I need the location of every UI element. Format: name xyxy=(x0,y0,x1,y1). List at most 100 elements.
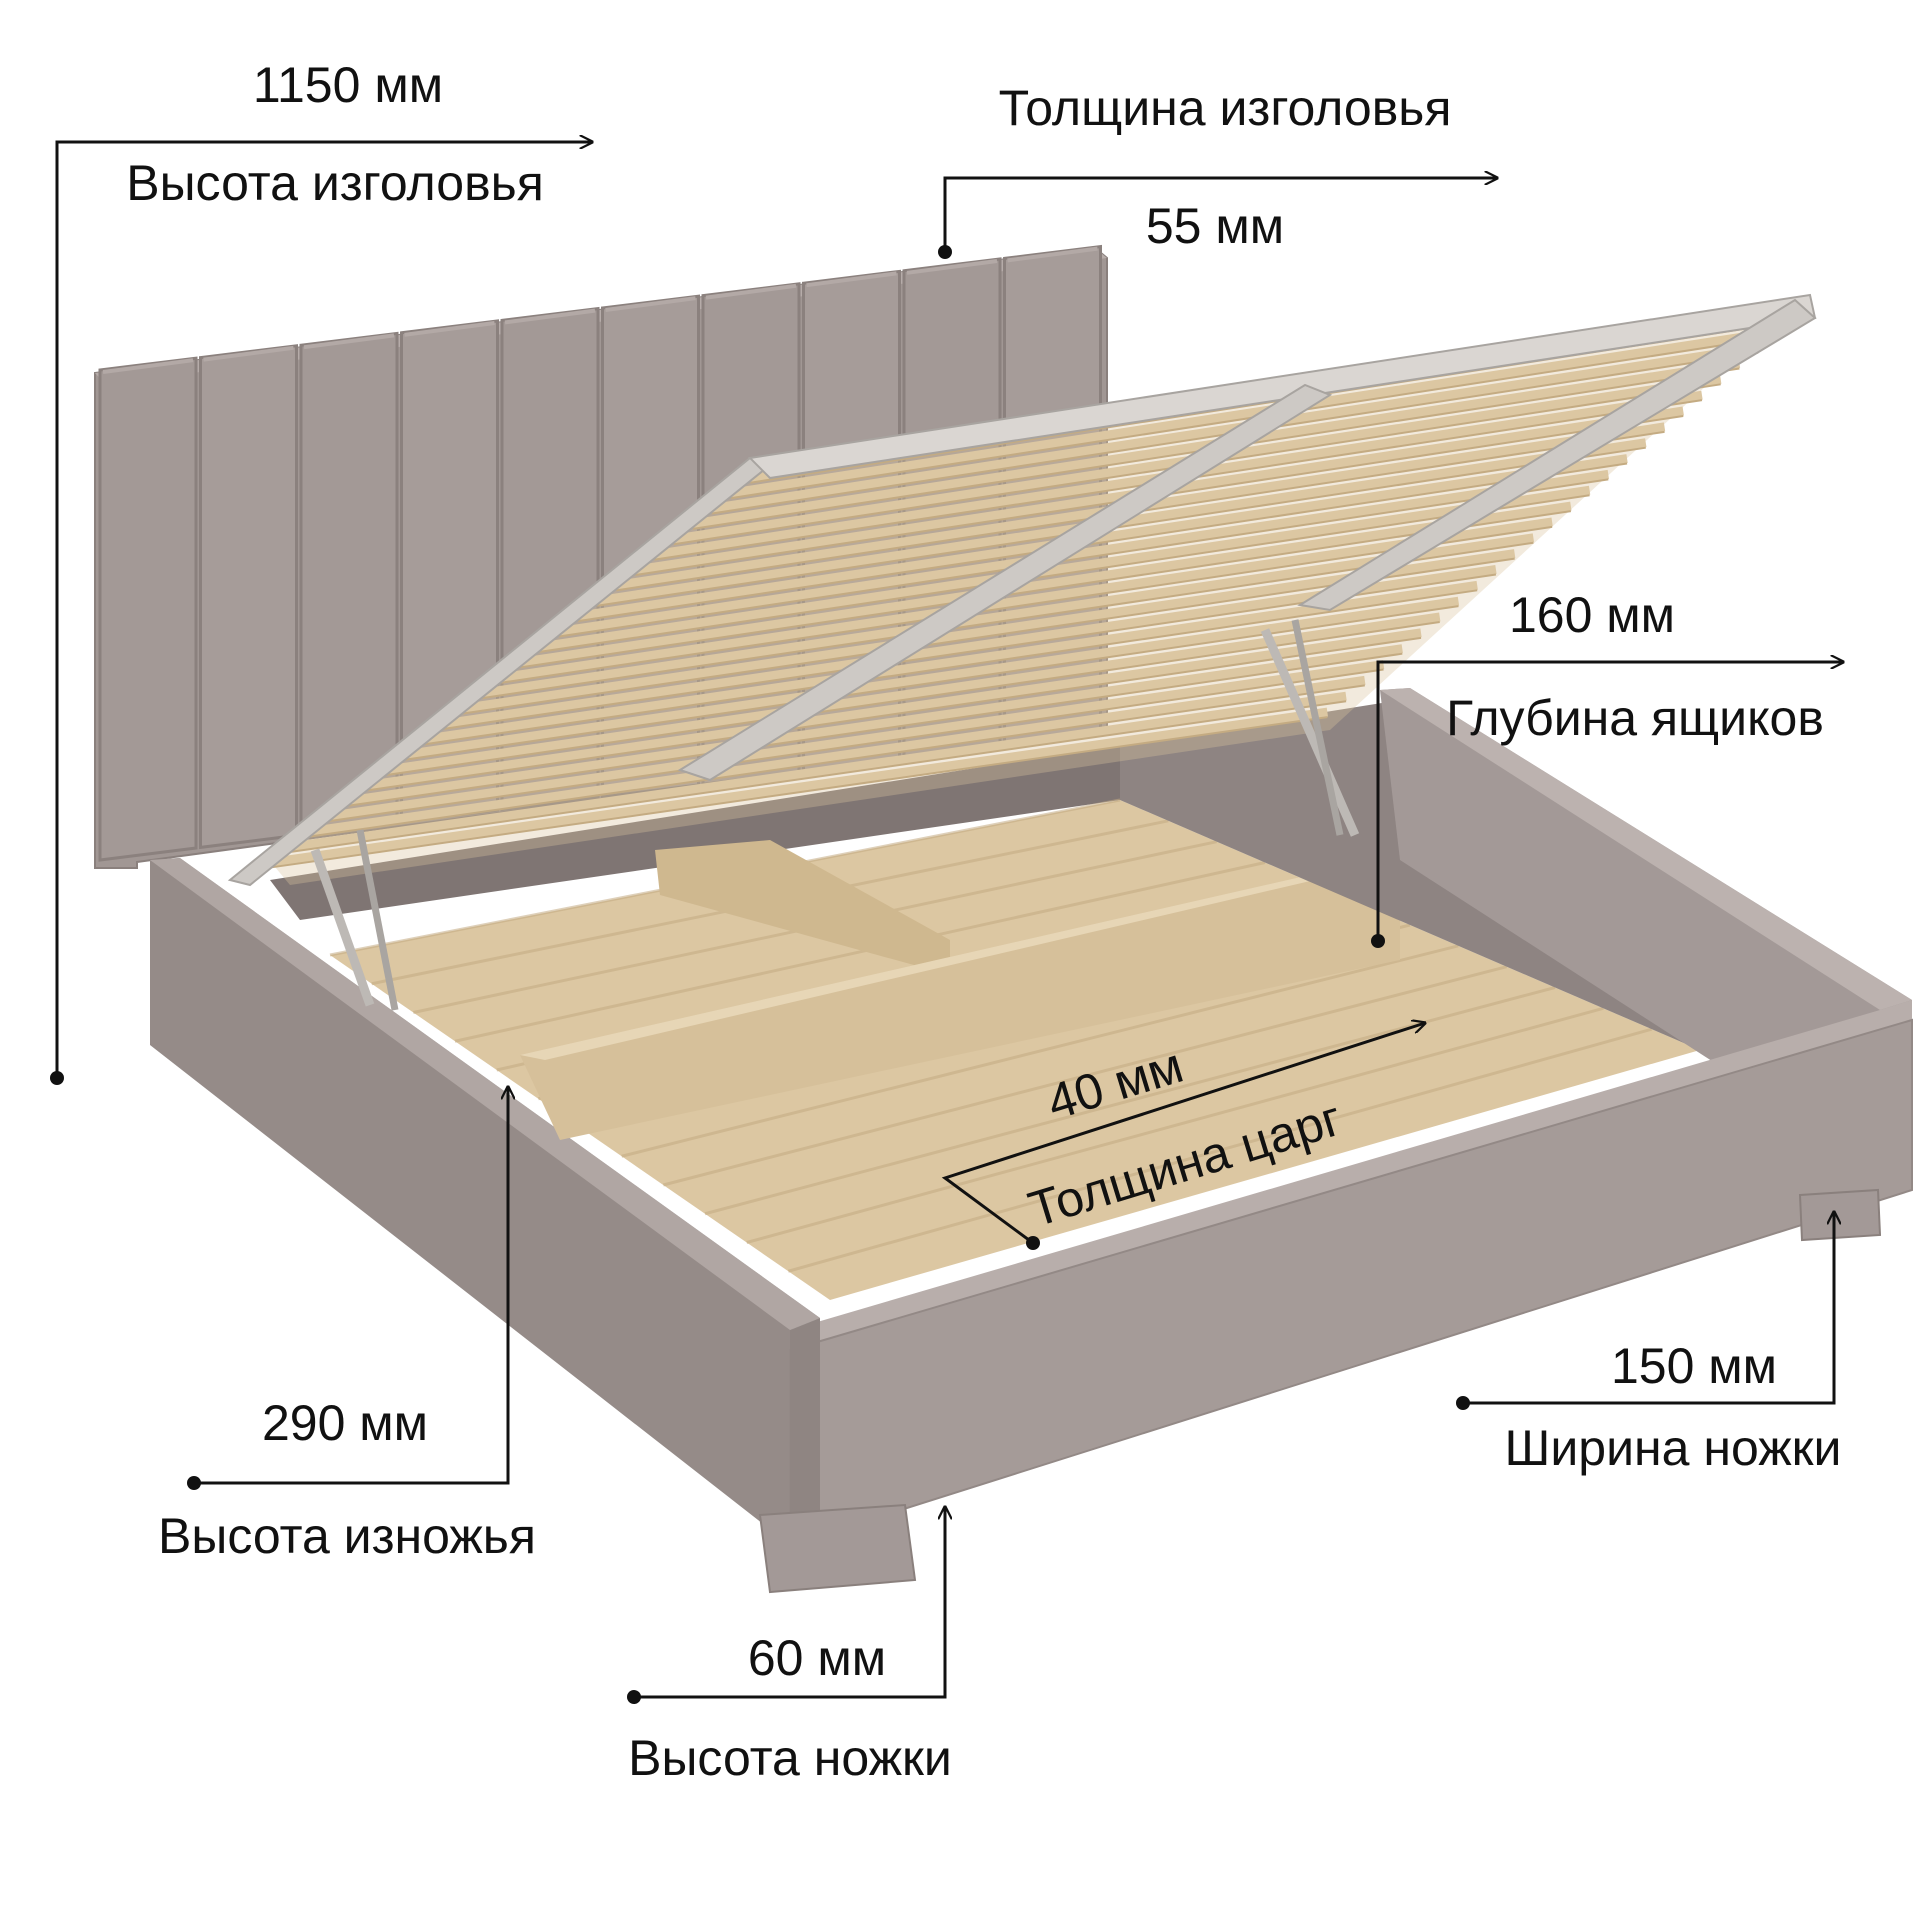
leg-width-dot xyxy=(1456,1396,1470,1410)
drawer-depth-label: Глубина ящиков xyxy=(1446,690,1824,746)
headboard-thickness-annotation: Толщина изголовья 55 мм xyxy=(938,80,1497,259)
leg-width-leader xyxy=(1463,1212,1834,1405)
headboard-height-label: Высота изголовья xyxy=(126,155,544,211)
divider-board-left xyxy=(655,840,950,975)
divider-board-center xyxy=(520,860,1400,1140)
leg-height-leader xyxy=(634,1507,945,1699)
gas-lift-left xyxy=(310,848,375,1007)
headboard-panel-highlight xyxy=(404,321,495,337)
lift-slat xyxy=(290,691,1347,852)
lift-slat-shadow xyxy=(577,462,1628,623)
inner-back-wall xyxy=(270,745,1120,920)
frame-thickness-dot xyxy=(1026,1236,1040,1250)
lift-slat xyxy=(328,660,1385,821)
floor-slat-line xyxy=(746,1006,1604,1244)
lift-slat-shadow xyxy=(290,700,1347,853)
front-leg xyxy=(758,1503,917,1594)
drawer-depth-value: 160 мм xyxy=(1509,587,1675,643)
bed-illustration xyxy=(94,244,1913,1594)
drawer-depth-leader xyxy=(1376,662,1843,941)
floor-slat-line xyxy=(621,944,1459,1158)
lift-slat xyxy=(539,485,1591,652)
headboard-thickness-value: 55 мм xyxy=(1146,198,1284,254)
leg-height-dot xyxy=(627,1690,641,1704)
headboard-panel-highlight xyxy=(605,296,696,312)
floor-slat-line xyxy=(787,1027,1653,1273)
headboard-panel-highlight xyxy=(303,333,395,350)
footboard-corner xyxy=(790,1318,820,1545)
lift-slat xyxy=(519,501,1572,667)
drawer-depth-annotation: 160 мм Глубина ящиков xyxy=(1371,587,1843,948)
lift-slat-shadow xyxy=(367,636,1422,792)
lift-slat-shadow xyxy=(309,684,1365,838)
headboard-thickness-label: Толщина изголовья xyxy=(999,80,1452,136)
gas-lift-left-2 xyxy=(356,829,399,1011)
lift-slat xyxy=(558,469,1609,636)
lift-frame-wood-area xyxy=(265,300,1800,885)
lift-slat xyxy=(385,612,1441,775)
leg-height-label: Высота ножки xyxy=(628,1730,952,1786)
headboard-panel-highlight xyxy=(906,259,998,275)
lift-slat-shadow xyxy=(558,478,1609,638)
headboard-height-leader xyxy=(55,142,592,1078)
lift-slat-shadow xyxy=(520,510,1572,669)
lift-slat xyxy=(481,533,1535,698)
gas-lift-right-2 xyxy=(1291,619,1344,836)
left-side-rail-top xyxy=(150,858,820,1330)
inner-right-wall xyxy=(1120,700,1700,1050)
lifting-slat-frame xyxy=(227,293,1817,1011)
lift-slat-shadow xyxy=(597,446,1646,607)
headboard-panel-highlight xyxy=(504,308,596,325)
right-leg xyxy=(1798,1188,1882,1242)
lift-slat-shadow xyxy=(539,494,1590,653)
lift-slat-shadow xyxy=(501,525,1553,684)
lift-slat-shadow xyxy=(328,668,1384,823)
drawer-depth-dot xyxy=(1371,934,1385,948)
left-side-rail xyxy=(150,858,820,1545)
lift-slat xyxy=(309,675,1366,836)
right-side-rail-top xyxy=(1380,688,1912,1010)
lift-slat xyxy=(405,596,1460,760)
divider-board-center-top xyxy=(520,860,1400,1060)
footboard-height-value: 290 мм xyxy=(262,1395,428,1451)
footboard-height-dot xyxy=(187,1476,201,1490)
floor-slat-line xyxy=(454,861,1266,1043)
leg-width-label: Ширина ножки xyxy=(1505,1420,1842,1476)
headboard-thickness-leader xyxy=(943,178,1497,252)
footboard-height-annotation: 290 мм Высота изножья xyxy=(158,1087,536,1564)
lift-frame-center-rail xyxy=(677,383,1333,782)
frame-thickness-leader xyxy=(941,1023,1425,1245)
headboard-panel xyxy=(199,344,298,850)
headboard-panel xyxy=(98,356,198,862)
dimension-annotations: 1150 мм Высота изголовья Толщина изголов… xyxy=(50,57,1843,1786)
leg-height-value: 60 мм xyxy=(748,1630,886,1686)
lift-slat xyxy=(730,327,1778,498)
lift-slat-shadow xyxy=(271,716,1328,869)
footboard-height-label: Высота изножья xyxy=(158,1508,536,1564)
lift-frame-right-rail xyxy=(1297,298,1817,612)
leg-width-value: 150 мм xyxy=(1611,1338,1777,1394)
headboard-height-annotation: 1150 мм Высота изголовья xyxy=(50,57,592,1085)
headboard-panel-highlight xyxy=(203,345,294,362)
footboard-height-leader xyxy=(194,1087,508,1485)
lift-slat-shadow xyxy=(386,621,1440,776)
leg-width-annotation: 150 мм Ширина ножки xyxy=(1456,1212,1841,1476)
lift-slat-shadow xyxy=(424,589,1478,746)
headboard-panel-highlight xyxy=(1007,246,1098,263)
gas-lift-right xyxy=(1260,628,1360,837)
footboard-top xyxy=(790,1000,1912,1350)
lift-slat-shadow xyxy=(348,652,1403,807)
headboard-height-value: 1150 мм xyxy=(253,57,443,113)
floor-slat-line xyxy=(662,965,1508,1187)
lift-slat xyxy=(366,628,1422,790)
lift-slat xyxy=(347,644,1403,806)
lift-slat xyxy=(270,707,1328,867)
headboard-height-dot xyxy=(50,1071,64,1085)
headboard-panel-highlight xyxy=(102,358,194,374)
lift-slat xyxy=(462,549,1516,713)
lift-slat xyxy=(500,517,1553,683)
lift-slat xyxy=(424,580,1478,744)
headboard-panel-highlight xyxy=(806,271,897,288)
